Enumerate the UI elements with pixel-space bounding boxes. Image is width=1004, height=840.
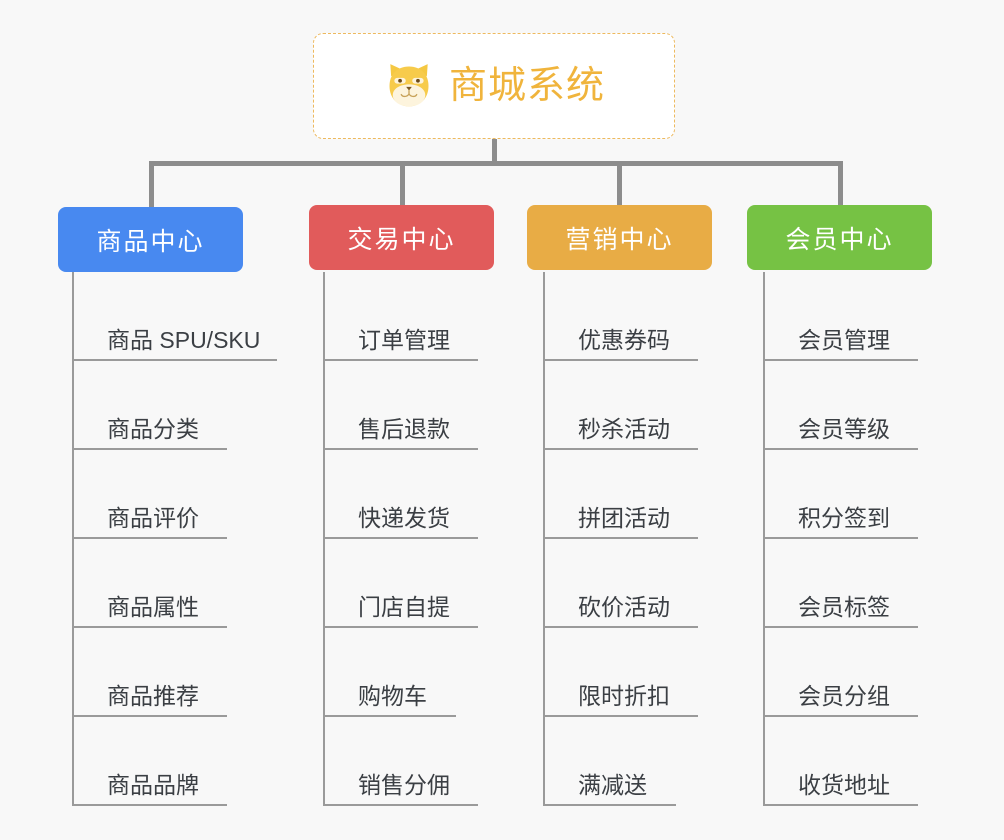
leaf-item[interactable]: 订单管理 — [323, 272, 478, 361]
category-box-trade-center[interactable]: 交易中心 — [309, 205, 494, 270]
leaf-item[interactable]: 限时折扣 — [543, 628, 698, 717]
leaf-item-label: 商品属性 — [107, 593, 199, 620]
leaf-item-label: 会员分组 — [798, 682, 890, 709]
connector-drop-1 — [149, 161, 154, 208]
leaf-item[interactable]: 商品评价 — [72, 450, 227, 539]
leaf-item-label: 门店自提 — [358, 593, 450, 620]
leaf-item-label: 商品推荐 — [107, 682, 199, 709]
leaf-item[interactable]: 优惠券码 — [543, 272, 698, 361]
leaf-item-label: 购物车 — [358, 682, 427, 709]
leaf-item-label: 商品品牌 — [107, 771, 199, 798]
connector-root-stem — [492, 139, 497, 166]
leaf-item-label: 商品评价 — [107, 504, 199, 531]
leaf-item-label: 售后退款 — [358, 415, 450, 442]
leaf-item-label: 会员等级 — [798, 415, 890, 442]
leaf-item[interactable]: 销售分佣 — [323, 717, 478, 806]
leaf-item[interactable]: 砍价活动 — [543, 539, 698, 628]
leaf-item[interactable]: 会员分组 — [763, 628, 918, 717]
category-label: 商品中心 — [96, 227, 205, 256]
category-label: 交易中心 — [347, 225, 456, 254]
leaf-item[interactable]: 收货地址 — [763, 717, 918, 806]
leaf-item[interactable]: 快递发货 — [323, 450, 478, 539]
root-node-title: 商城系统 — [448, 65, 605, 107]
leaf-item-label: 积分签到 — [798, 504, 890, 531]
leaf-item-label: 优惠券码 — [578, 326, 670, 353]
leaf-item[interactable]: 满减送 — [543, 717, 676, 806]
shiba-dog-icon — [389, 64, 429, 107]
category-box-product-center[interactable]: 商品中心 — [58, 207, 243, 272]
leaf-item-label: 拼团活动 — [578, 504, 670, 531]
connector-drop-4 — [838, 161, 843, 208]
leaf-item[interactable]: 会员等级 — [763, 361, 918, 450]
leaf-item[interactable]: 会员标签 — [763, 539, 918, 628]
category-label: 营销中心 — [565, 225, 674, 254]
leaf-item[interactable]: 商品属性 — [72, 539, 227, 628]
leaf-item[interactable]: 购物车 — [323, 628, 456, 717]
leaf-item-label: 会员管理 — [798, 326, 890, 353]
leaf-item[interactable]: 会员管理 — [763, 272, 918, 361]
leaf-item[interactable]: 商品品牌 — [72, 717, 227, 806]
connector-horizontal-bus — [149, 161, 843, 166]
leaf-item-label: 销售分佣 — [358, 771, 450, 798]
leaf-item-label: 收货地址 — [798, 771, 890, 798]
leaf-item[interactable]: 门店自提 — [323, 539, 478, 628]
leaf-item-label: 砍价活动 — [578, 593, 670, 620]
leaf-spine — [763, 272, 765, 806]
leaf-item[interactable]: 售后退款 — [323, 361, 478, 450]
category-box-marketing-center[interactable]: 营销中心 — [527, 205, 712, 270]
leaf-item[interactable]: 商品分类 — [72, 361, 227, 450]
leaf-item-label: 订单管理 — [358, 326, 450, 353]
leaf-spine — [72, 272, 74, 806]
leaf-item-label: 商品分类 — [107, 415, 199, 442]
category-label: 会员中心 — [785, 225, 894, 254]
leaf-item-label: 限时折扣 — [578, 682, 670, 709]
leaf-item[interactable]: 商品推荐 — [72, 628, 227, 717]
leaf-spine — [543, 272, 545, 806]
leaf-item-label: 满减送 — [578, 771, 647, 798]
leaf-item[interactable]: 商品 SPU/SKU — [72, 272, 277, 361]
leaf-item-label: 会员标签 — [798, 593, 890, 620]
leaf-spine — [323, 272, 325, 806]
leaf-item-label: 快递发货 — [358, 504, 450, 531]
connector-drop-3 — [617, 161, 622, 208]
leaf-item-label: 商品 SPU/SKU — [107, 326, 261, 353]
root-node-mall-system[interactable]: 商城系统 — [313, 33, 675, 139]
leaf-item[interactable]: 拼团活动 — [543, 450, 698, 539]
leaf-item[interactable]: 秒杀活动 — [543, 361, 698, 450]
connector-drop-2 — [400, 161, 405, 208]
leaf-item-label: 秒杀活动 — [578, 415, 670, 442]
category-box-member-center[interactable]: 会员中心 — [747, 205, 932, 270]
leaf-item[interactable]: 积分签到 — [763, 450, 918, 539]
